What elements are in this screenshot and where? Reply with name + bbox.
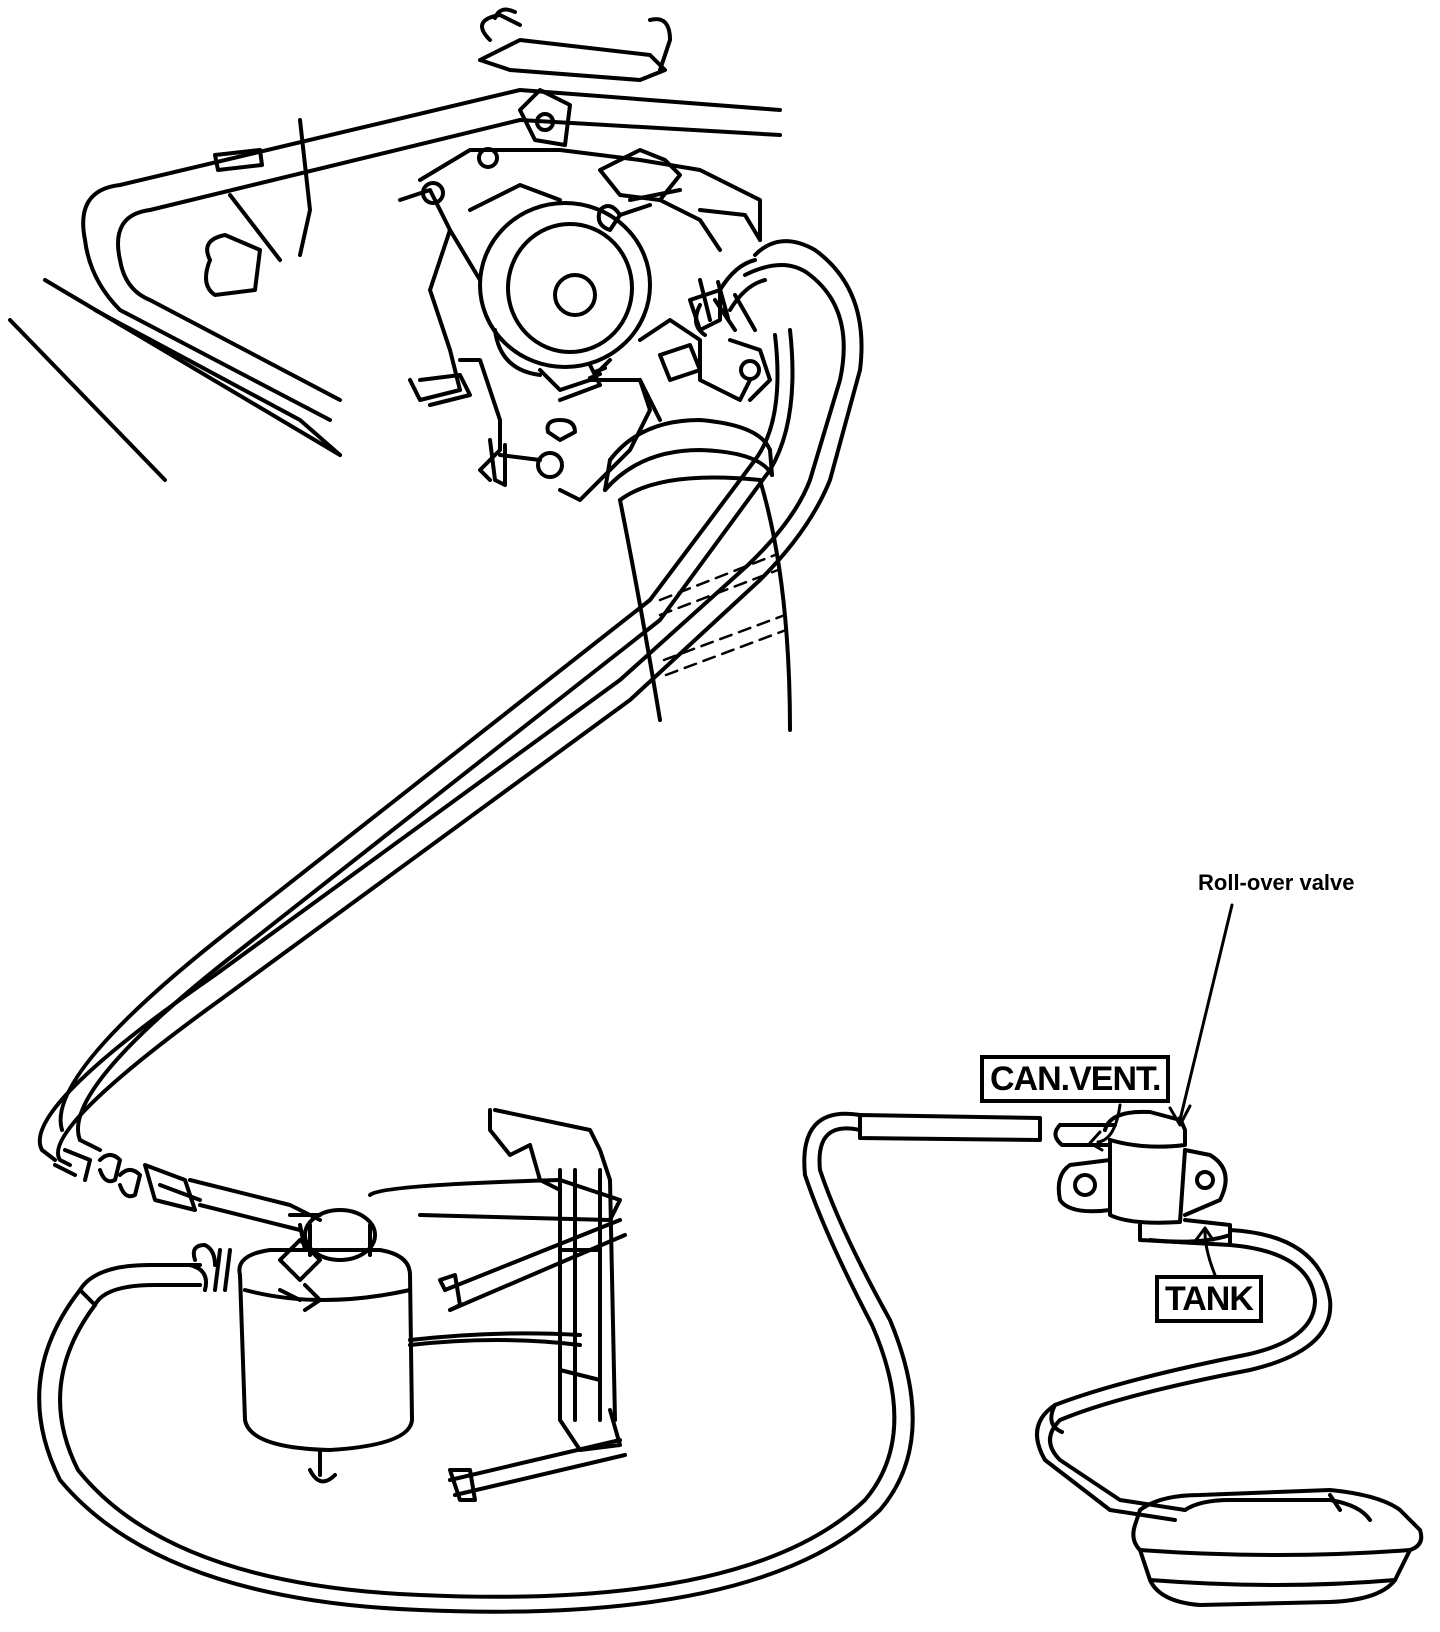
rollover-valve-label: Roll-over valve — [1198, 870, 1355, 895]
throttle-body — [398, 112, 772, 502]
vent-hose-segment — [858, 1113, 1042, 1142]
line-fittings — [53, 1138, 322, 1252]
tank-hose — [1035, 1228, 1333, 1522]
label-leaders — [1088, 903, 1234, 1277]
rollover-valve — [1053, 1109, 1232, 1247]
fuel-tank — [1131, 1488, 1424, 1607]
charcoal-canister — [191, 1208, 414, 1484]
can-vent-label: CAN.VENT. — [980, 1055, 1171, 1103]
purge-hose — [37, 1111, 915, 1614]
engine-frame — [8, 88, 782, 482]
canister-bracket — [368, 1108, 627, 1502]
tank-label: TANK — [1155, 1275, 1263, 1323]
upper-pipe — [478, 7, 672, 147]
vapor-line-main — [37, 239, 864, 1167]
